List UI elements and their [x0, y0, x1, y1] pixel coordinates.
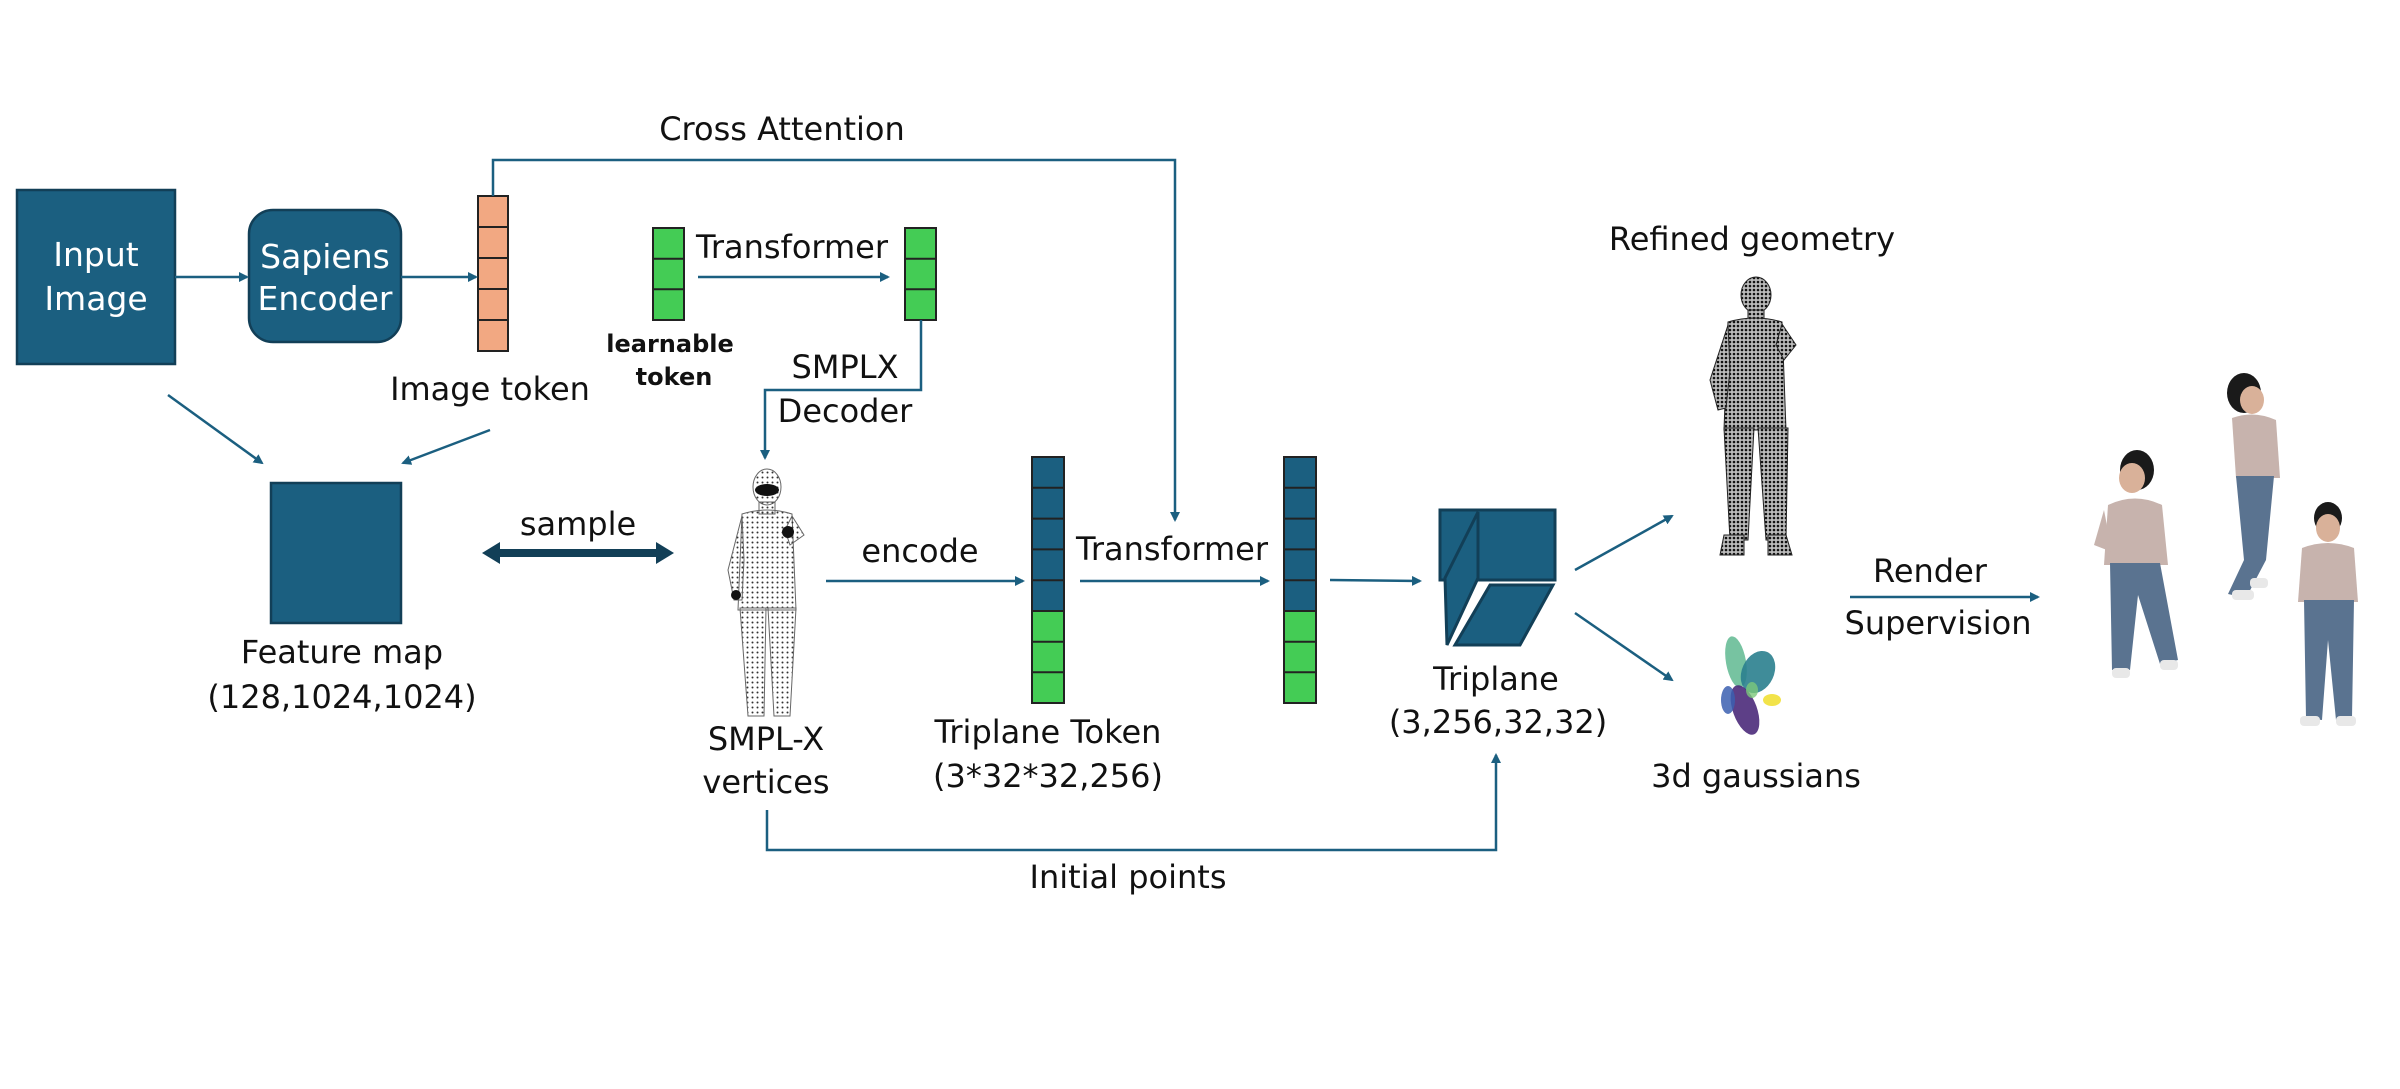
sapiens-encoder-block: Sapiens Encoder — [247, 208, 403, 344]
input-image-line1: Input — [53, 235, 139, 274]
to-gaussians-arrow — [1574, 611, 1674, 682]
input-to-featuremap-arrow — [167, 393, 264, 465]
smplx-decoder-line1: SMPLX — [792, 348, 899, 386]
smplx-decoder-line2: Decoder — [778, 392, 914, 430]
feature-map-block — [269, 481, 403, 625]
initial-points-arrow — [765, 753, 1501, 852]
initial-points-label: Initial points — [1030, 858, 1227, 896]
transformer-top-label: Transformer — [695, 228, 889, 266]
sapiens-encoder-line1: Sapiens — [260, 237, 390, 276]
sample-double-arrow — [482, 542, 674, 564]
encode-label: encode — [861, 532, 978, 570]
decoded-token-stack — [904, 227, 937, 321]
cross-attention-label: Cross Attention — [659, 110, 905, 148]
render-line2: Supervision — [1845, 604, 2032, 642]
rendered-person-side-icon — [2227, 373, 2280, 600]
sapiens-encoder-line2: Encoder — [258, 279, 393, 318]
triplane-icon — [1438, 508, 1557, 647]
feature-map-line1: Feature map — [241, 633, 443, 671]
smplx-mesh-icon — [727, 468, 805, 717]
learnable-token-line1: learnable — [606, 330, 734, 358]
learnable-token-line2: token — [636, 363, 713, 391]
smplx-vertices-line1: SMPL-X — [708, 720, 824, 758]
render-line1: Render — [1873, 552, 1988, 590]
to-triplane-arrow — [1329, 575, 1422, 586]
triplane-token-line1: Triplane Token — [934, 713, 1162, 751]
rendered-person-front-icon — [2094, 450, 2178, 678]
smplx-vertices-line2: vertices — [702, 763, 829, 801]
triplane-line2: (3,256,32,32) — [1389, 703, 1607, 741]
input-image-line2: Image — [44, 279, 147, 318]
rendered-person-third-icon — [2298, 502, 2358, 726]
to-geometry-arrow — [1574, 514, 1674, 572]
refined-geometry-label: Refined geometry — [1609, 220, 1895, 258]
sample-label: sample — [520, 505, 636, 543]
transformer-mid-label: Transformer — [1075, 530, 1269, 568]
cross-attention-arrow — [491, 158, 1180, 522]
triplane-token-line2: (3*32*32,256) — [933, 757, 1163, 795]
feature-map-line2: (128,1024,1024) — [207, 678, 476, 716]
input-image-block: Input Image — [15, 188, 177, 366]
transformed-token-stack — [1283, 456, 1317, 704]
gaussian-blobs-icon — [1721, 636, 1781, 735]
token-to-featuremap-arrow — [401, 428, 491, 465]
triplane-line1: Triplane — [1432, 660, 1559, 698]
learnable-token-stack — [652, 227, 685, 321]
gaussians-label: 3d gaussians — [1651, 757, 1861, 795]
image-token-stack — [477, 195, 509, 352]
smplx-decoder-arrow — [760, 320, 923, 460]
triplane-token-stack — [1031, 456, 1065, 704]
image-token-label: Image token — [390, 370, 590, 408]
refined-mesh-icon — [1709, 276, 1797, 556]
